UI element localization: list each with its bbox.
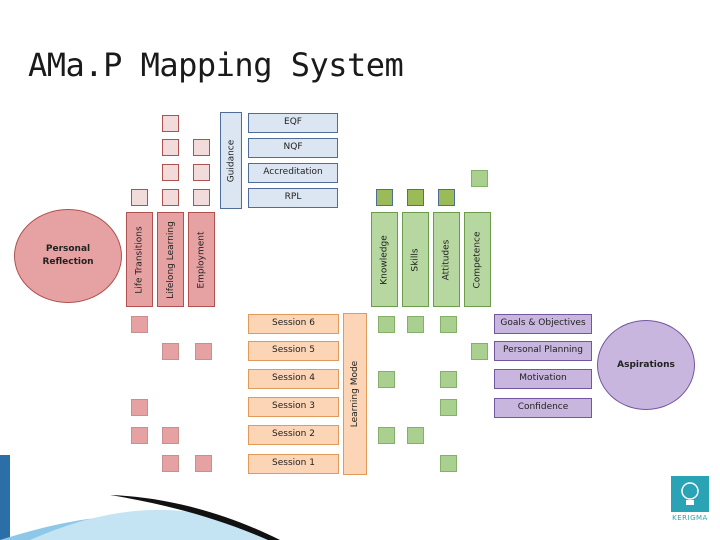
marker-square xyxy=(195,343,212,360)
marker-square xyxy=(131,189,148,206)
marker-square xyxy=(440,316,457,333)
session-6: Session 6 xyxy=(248,314,339,334)
marker-square xyxy=(162,189,179,206)
marker-square xyxy=(378,427,395,444)
marker-square xyxy=(162,139,179,156)
aspirations-label: Aspirations xyxy=(617,359,675,370)
marker-square xyxy=(193,164,210,181)
personal-reflection-circle: Personal Reflection xyxy=(14,209,122,303)
marker-square xyxy=(193,139,210,156)
marker-square xyxy=(440,399,457,416)
column-knowledge: Knowledge xyxy=(371,212,398,307)
logo-text: KERIGMA xyxy=(672,514,708,522)
aspirations-circle: Aspirations xyxy=(597,320,695,410)
marker-square xyxy=(162,427,179,444)
decorative-swoosh xyxy=(0,455,280,540)
marker-square xyxy=(195,455,212,472)
marker-square xyxy=(162,343,179,360)
session-1: Session 1 xyxy=(248,454,339,474)
aspiration-goals-objectives: Goals & Objectives xyxy=(494,314,592,334)
marker-square xyxy=(162,455,179,472)
column-attitudes: Attitudes xyxy=(433,212,460,307)
lightbulb-icon xyxy=(671,476,709,512)
aspiration-personal-planning: Personal Planning xyxy=(494,341,592,361)
column-skills: Skills xyxy=(402,212,429,307)
guidance-label: Guidance xyxy=(226,139,237,182)
marker-square xyxy=(438,189,455,206)
guidance-item-accreditation: Accreditation xyxy=(248,163,338,183)
page-title: AMa.P Mapping System xyxy=(28,46,404,84)
column-competence: Competence xyxy=(464,212,491,307)
column-employment: Employment xyxy=(188,212,215,307)
personal-reflection-label: Personal Reflection xyxy=(42,244,94,267)
aspiration-motivation: Motivation xyxy=(494,369,592,389)
session-3: Session 3 xyxy=(248,397,339,417)
guidance-item-eqf: EQF xyxy=(248,113,338,133)
session-4: Session 4 xyxy=(248,369,339,389)
aspiration-confidence: Confidence xyxy=(494,398,592,418)
guidance-item-rpl: RPL xyxy=(248,188,338,208)
marker-square xyxy=(378,316,395,333)
marker-square xyxy=(162,164,179,181)
marker-square xyxy=(407,427,424,444)
session-2: Session 2 xyxy=(248,425,339,445)
marker-square xyxy=(407,316,424,333)
guidance-item-nqf: NQF xyxy=(248,138,338,158)
session-5: Session 5 xyxy=(248,341,339,361)
marker-square xyxy=(131,399,148,416)
guidance-bar: Guidance xyxy=(220,112,242,209)
marker-square xyxy=(131,316,148,333)
column-life-transitions: Life Transitions xyxy=(126,212,153,307)
marker-square xyxy=(131,427,148,444)
marker-square xyxy=(193,189,210,206)
marker-square xyxy=(440,371,457,388)
learning-mode-label: Learning Mode xyxy=(350,360,360,428)
marker-square xyxy=(378,371,395,388)
marker-square xyxy=(162,115,179,132)
marker-square xyxy=(376,189,393,206)
column-lifelong-learning: Lifelong Learning xyxy=(157,212,184,307)
marker-square xyxy=(471,170,488,187)
marker-square xyxy=(440,455,457,472)
marker-square xyxy=(471,343,488,360)
kerigma-logo: KERIGMA xyxy=(668,476,712,530)
marker-square xyxy=(407,189,424,206)
learning-mode-bar: Learning Mode xyxy=(343,313,367,475)
